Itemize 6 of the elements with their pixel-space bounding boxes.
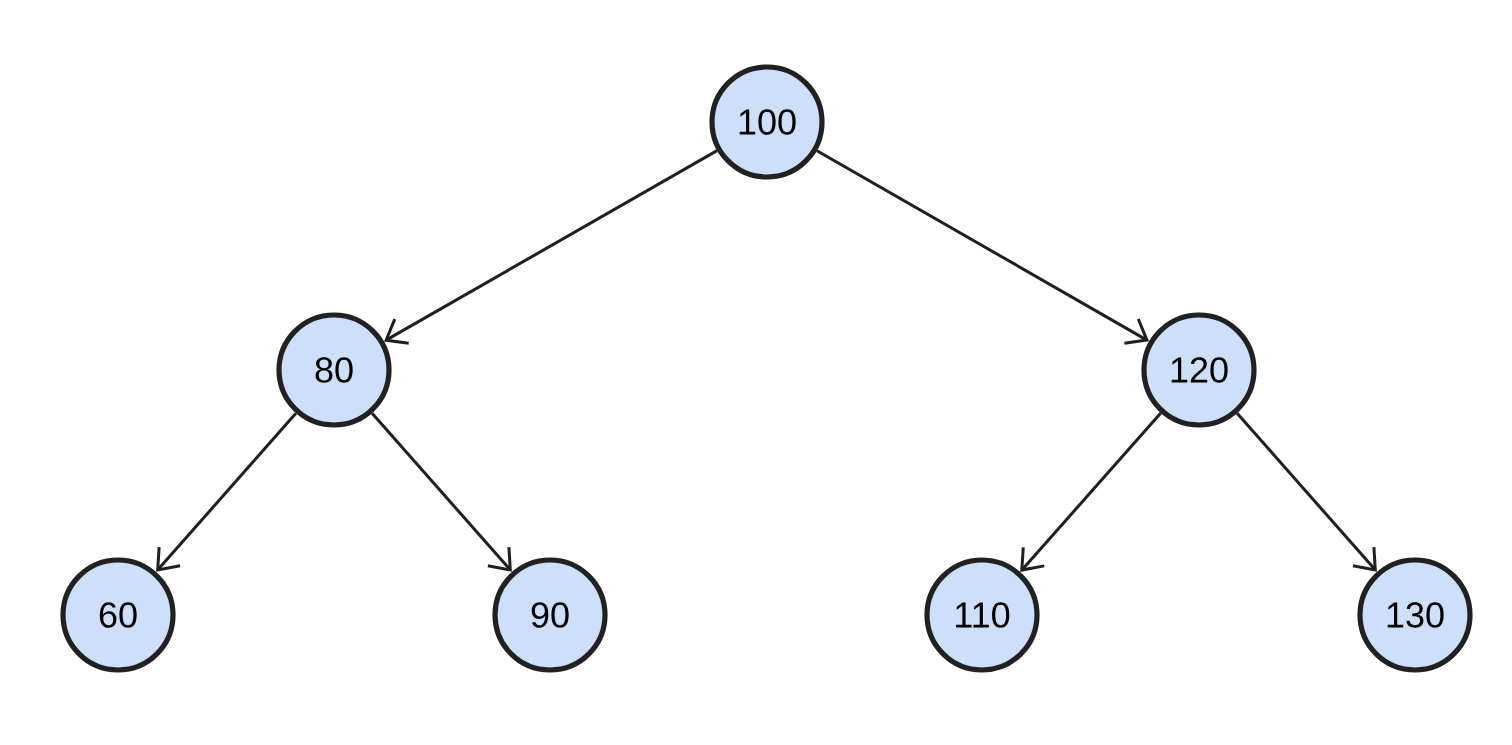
- arrow: [384, 149, 718, 345]
- arrow: [156, 412, 298, 572]
- arrow: [1235, 412, 1377, 572]
- arrow: [816, 149, 1150, 345]
- arrow: [1020, 412, 1162, 572]
- arrow: [370, 412, 512, 572]
